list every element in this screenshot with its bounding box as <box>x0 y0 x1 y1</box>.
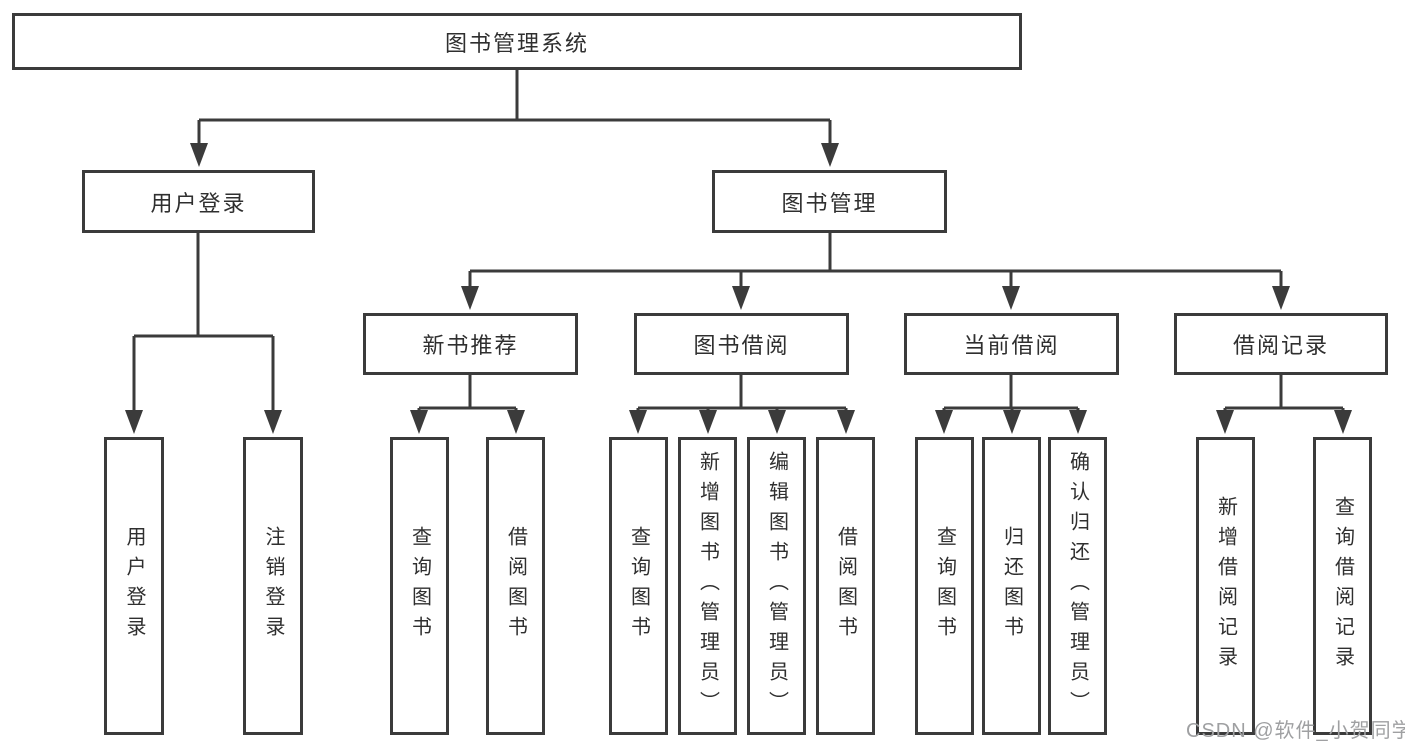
leaf-add-borrow-record: 新增借阅记录 <box>1196 437 1255 735</box>
node-root-system: 图书管理系统 <box>12 13 1022 70</box>
leaf-query-books-current: 查询图书 <box>915 437 974 735</box>
node-borrow-records: 借阅记录 <box>1174 313 1388 375</box>
node-new-book-recommend: 新书推荐 <box>363 313 578 375</box>
leaf-borrow-books: 借阅图书 <box>816 437 875 735</box>
node-user-login: 用户登录 <box>82 170 315 233</box>
leaf-query-borrow-record: 查询借阅记录 <box>1313 437 1372 735</box>
leaf-query-books-borrow: 查询图书 <box>609 437 668 735</box>
leaf-return-book-label: 归还图书 <box>1000 526 1023 646</box>
node-current-borrow-label: 当前借阅 <box>963 333 1060 358</box>
node-root-system-label: 图书管理系统 <box>444 30 589 56</box>
leaf-user-login: 用户登录 <box>104 437 164 735</box>
leaf-borrow-books-label: 借阅图书 <box>834 526 857 646</box>
node-book-borrow: 图书借阅 <box>634 313 849 375</box>
leaf-query-books-recommend-label: 查询图书 <box>408 526 431 646</box>
leaf-add-book-admin-label: 新增图书（管理员） <box>696 451 719 721</box>
leaf-query-borrow-record-label: 查询借阅记录 <box>1331 496 1354 676</box>
leaf-borrow-books-recommend: 借阅图书 <box>486 437 545 735</box>
leaf-user-login-label: 用户登录 <box>123 526 145 646</box>
leaf-return-book: 归还图书 <box>982 437 1041 735</box>
leaf-edit-book-admin: 编辑图书（管理员） <box>747 437 806 735</box>
node-book-management-label: 图书管理 <box>781 190 878 216</box>
leaf-logout: 注销登录 <box>243 437 303 735</box>
node-user-login-label: 用户登录 <box>150 190 247 216</box>
leaf-logout-label: 注销登录 <box>262 526 284 646</box>
node-book-management: 图书管理 <box>712 170 947 233</box>
csdn-watermark: CSDN @软件_小贺同学 <box>1186 720 1405 742</box>
leaf-query-books-borrow-label: 查询图书 <box>627 526 650 646</box>
leaf-borrow-books-recommend-label: 借阅图书 <box>504 526 527 646</box>
leaf-add-borrow-record-label: 新增借阅记录 <box>1214 496 1237 676</box>
node-book-borrow-label: 图书借阅 <box>693 333 790 358</box>
node-new-book-recommend-label: 新书推荐 <box>422 333 519 358</box>
leaf-query-books-current-label: 查询图书 <box>933 526 956 646</box>
node-borrow-records-label: 借阅记录 <box>1232 333 1329 358</box>
leaf-confirm-return-admin: 确认归还（管理员） <box>1048 437 1107 735</box>
leaf-add-book-admin: 新增图书（管理员） <box>678 437 737 735</box>
leaf-edit-book-admin-label: 编辑图书（管理员） <box>765 451 788 721</box>
node-current-borrow: 当前借阅 <box>904 313 1119 375</box>
leaf-confirm-return-admin-label: 确认归还（管理员） <box>1066 451 1089 721</box>
leaf-query-books-recommend: 查询图书 <box>390 437 449 735</box>
